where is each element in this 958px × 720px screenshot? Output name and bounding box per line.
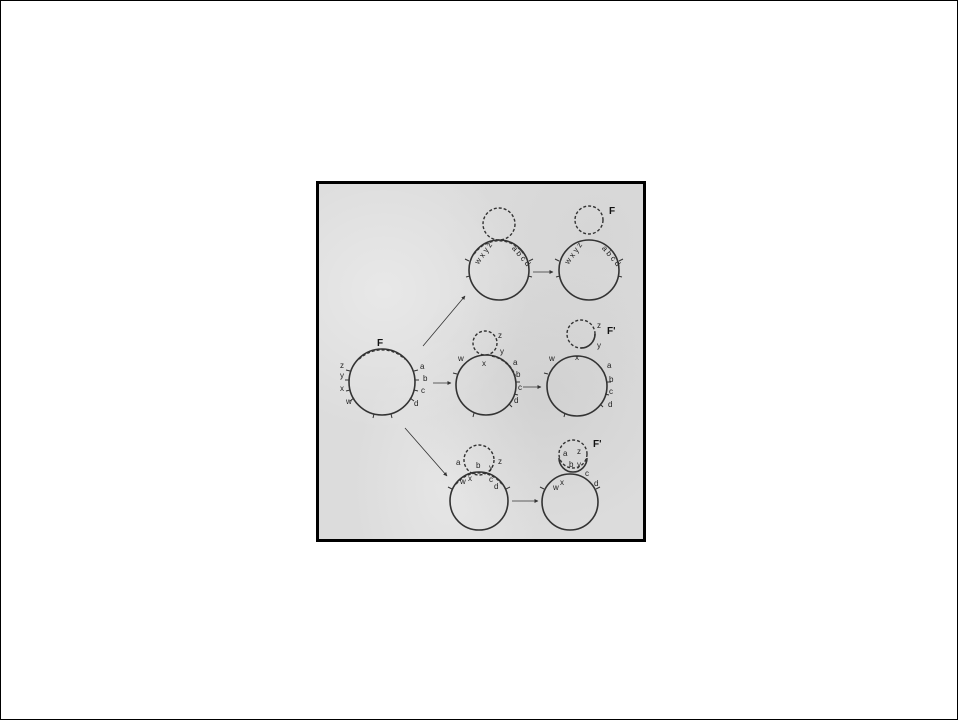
label-c: c <box>609 387 613 396</box>
bottom-right-result: F' a z b y w x c d <box>540 439 602 530</box>
middle-right-result: z y F' w x a b c d <box>544 320 616 417</box>
label-d: d <box>608 400 612 409</box>
bottom-middle-chromosome: a b y z w x c d <box>448 445 510 530</box>
f-plasmid-excision-figure: F z y x w a b c d w x y z a b c d <box>316 181 646 542</box>
label-b: b <box>609 375 614 384</box>
top-middle-chromosome: w x y z a b c d <box>465 208 533 300</box>
label-w: w <box>345 397 352 406</box>
label-F: F <box>377 338 383 349</box>
origin-chromosome: F z y x w a b c d <box>340 338 428 418</box>
f-excision-diagram: F z y x w a b c d w x y z a b c d <box>319 184 643 539</box>
label-F-prime: F' <box>593 439 602 450</box>
label-y: y <box>489 463 493 472</box>
label-b: b <box>423 374 428 383</box>
label-d: d <box>594 479 598 488</box>
label-b: b <box>516 370 521 379</box>
label-x: x <box>482 359 486 368</box>
genes-right: a b c d <box>600 244 622 268</box>
label-d: d <box>494 482 498 491</box>
label-a: a <box>456 458 461 467</box>
genes-left: w x y z <box>472 241 494 267</box>
middle-middle-chromosome: z y w x a b c d <box>453 331 522 417</box>
genes-right: a b c d <box>510 244 532 268</box>
label-w: w <box>548 354 555 363</box>
label-F-prime: F' <box>607 326 616 337</box>
arrow-to-top <box>423 296 465 346</box>
label-y: y <box>340 371 344 380</box>
label-x: x <box>468 474 472 483</box>
label-a: a <box>607 361 612 370</box>
label-w: w <box>552 483 559 492</box>
label-y: y <box>500 347 504 356</box>
label-z: z <box>340 361 344 370</box>
label-a: a <box>563 449 568 458</box>
label-c: c <box>421 386 425 395</box>
label-x: x <box>340 384 344 393</box>
top-right-result: F w x y z a b c d <box>555 206 623 300</box>
label-c: c <box>585 469 589 478</box>
genes-left: w x y z <box>562 241 584 267</box>
label-x: x <box>575 353 579 362</box>
label-c: c <box>489 475 493 484</box>
label-w: w <box>457 354 464 363</box>
label-a: a <box>420 362 425 371</box>
label-b: b <box>569 460 574 469</box>
label-F-excised: F <box>609 206 615 217</box>
label-z: z <box>498 457 502 466</box>
label-y: y <box>597 341 601 350</box>
label-z: z <box>498 331 502 340</box>
label-a: a <box>513 358 518 367</box>
label-z: z <box>577 447 581 456</box>
label-b: b <box>476 461 481 470</box>
label-d: d <box>514 396 518 405</box>
label-z: z <box>597 321 601 330</box>
label-c: c <box>518 383 522 392</box>
label-y: y <box>577 460 581 469</box>
label-w: w <box>459 477 466 486</box>
label-x: x <box>560 478 564 487</box>
label-d: d <box>414 399 418 408</box>
arrow-to-bottom <box>405 428 447 476</box>
